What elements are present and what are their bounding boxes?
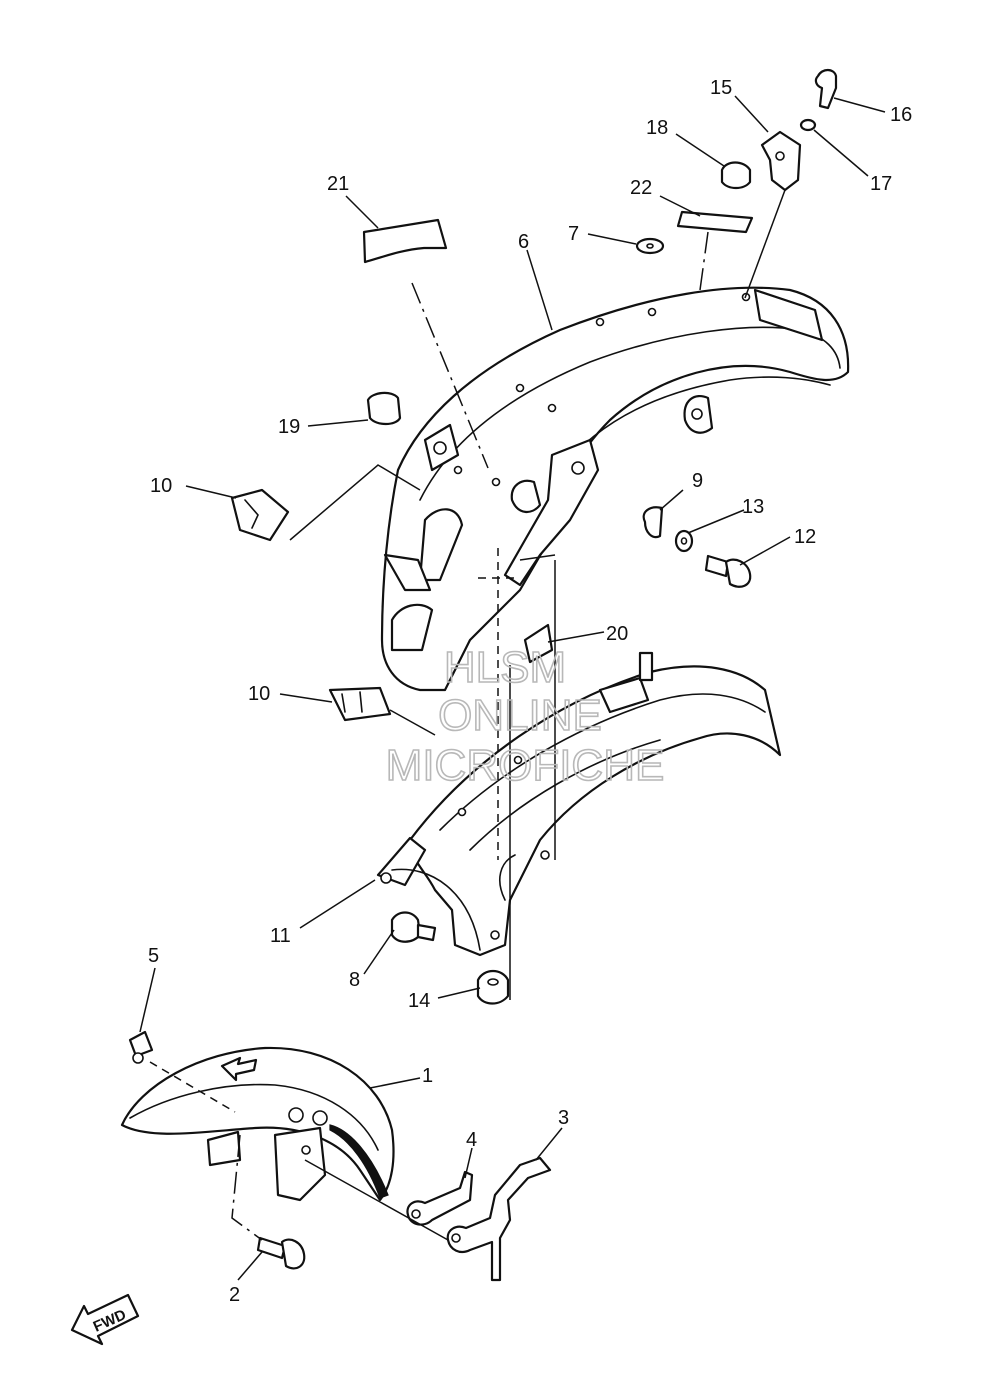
callout-18: 18 [646, 117, 668, 139]
callout-2: 2 [229, 1284, 240, 1306]
brake-hose-holder-part [406, 1170, 474, 1226]
callout-19: 19 [278, 416, 300, 438]
hose-guide-bracket-part [446, 1156, 552, 1282]
watermark-line-2: ONLINE [438, 691, 602, 740]
emblem-part [676, 210, 754, 234]
cable-clip-part [128, 1030, 154, 1064]
callout-7: 7 [568, 223, 579, 245]
bolt-12-part [704, 554, 752, 588]
callout-14: 14 [408, 990, 430, 1012]
front-fender-part [120, 1046, 395, 1202]
reflector-cap-part [720, 161, 752, 190]
callout-6: 6 [518, 231, 529, 253]
callout-8: 8 [349, 969, 360, 991]
callout-10-upper: 10 [150, 475, 172, 497]
callout-4: 4 [466, 1129, 477, 1151]
bolt-8-part [390, 911, 437, 943]
forward-direction-arrow: FWD [70, 1293, 140, 1346]
callout-22: 22 [630, 177, 652, 199]
inner-fender-flap-part [376, 651, 782, 957]
caution-label-part [362, 218, 448, 264]
reflector-bracket-part [760, 130, 802, 192]
watermark: HLSM ONLINE MICROFICHE [385, 642, 665, 791]
callout-21: 21 [327, 173, 349, 195]
cushion-10-upper-part [230, 488, 290, 542]
cushion-10-lower-part [328, 686, 392, 722]
callout-11: 11 [270, 925, 291, 947]
watermark-line-1: HLSM [444, 643, 566, 692]
nut-14-part [476, 969, 510, 1005]
collar-part [642, 506, 664, 539]
callout-3: 3 [558, 1107, 569, 1129]
callout-1: 1 [422, 1065, 433, 1087]
washer-17-part [799, 118, 817, 132]
callout-13: 13 [742, 496, 764, 518]
assembly-lines [149, 189, 786, 1241]
callout-17: 17 [870, 173, 892, 195]
rear-fender-part [380, 286, 850, 692]
grommet-part [366, 391, 402, 426]
screw-16-part [814, 68, 838, 110]
damper-part [523, 623, 554, 664]
callout-leaders [139, 95, 886, 1281]
callout-16: 16 [890, 104, 912, 126]
callout-10-lower: 10 [248, 683, 270, 705]
watermark-line-3: MICROFICHE [386, 741, 665, 790]
flange-bolt-part [256, 1236, 306, 1270]
callout-numbers: 1 2 3 4 5 6 7 8 9 10 10 11 12 13 14 15 1… [148, 77, 912, 1306]
callout-12: 12 [794, 526, 816, 548]
callout-9: 9 [692, 470, 703, 492]
washer-13-part [674, 529, 694, 553]
callout-15: 15 [710, 77, 732, 99]
callout-20: 20 [606, 623, 628, 645]
callout-5: 5 [148, 945, 159, 967]
plain-washer-part [635, 237, 665, 255]
